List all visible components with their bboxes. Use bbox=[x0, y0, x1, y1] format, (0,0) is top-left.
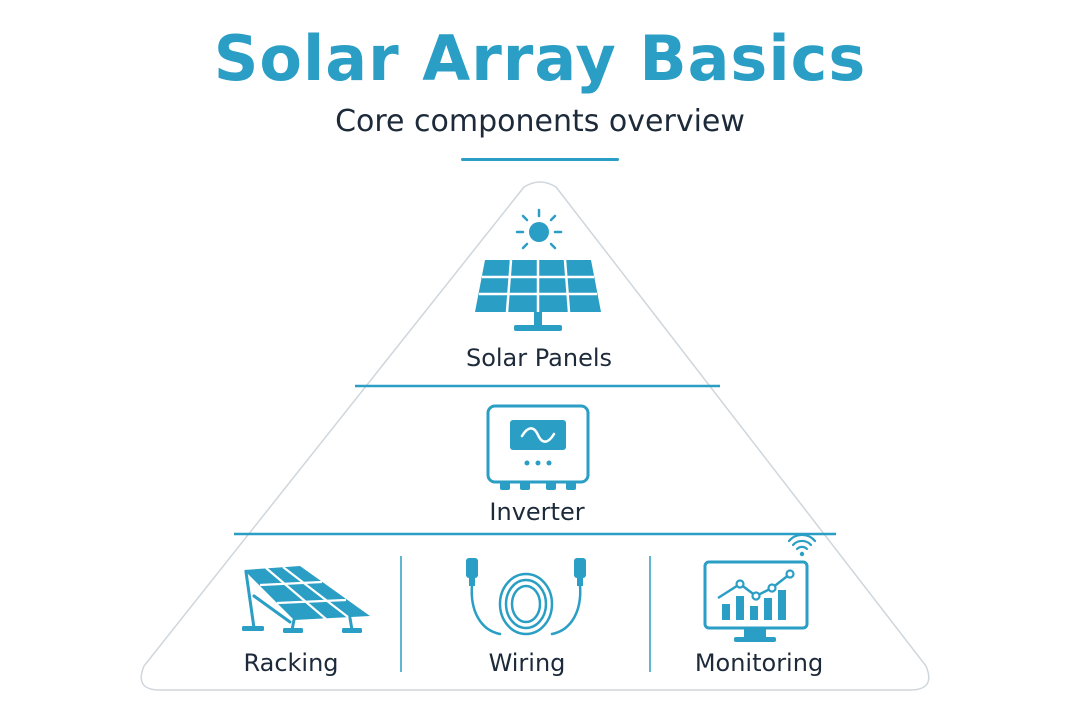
title-underline bbox=[461, 158, 619, 161]
page-title: Solar Array Basics bbox=[213, 22, 867, 95]
base-label-monitoring: Monitoring bbox=[695, 649, 823, 677]
monitor-chart-icon bbox=[703, 560, 809, 642]
tier-label-solar-panels: Solar Panels bbox=[466, 344, 612, 372]
sun-icon bbox=[515, 208, 563, 250]
page-subtitle: Core components overview bbox=[335, 104, 745, 139]
tilted-panel-rack-icon bbox=[242, 566, 370, 633]
tier-label-inverter: Inverter bbox=[489, 498, 584, 526]
coiled-cable-icon bbox=[466, 558, 586, 636]
inverter-icon bbox=[486, 404, 590, 490]
base-label-racking: Racking bbox=[243, 649, 338, 677]
wifi-signal-icon bbox=[787, 533, 817, 557]
solar-panel-icon bbox=[475, 259, 601, 331]
base-label-wiring: Wiring bbox=[489, 649, 566, 677]
